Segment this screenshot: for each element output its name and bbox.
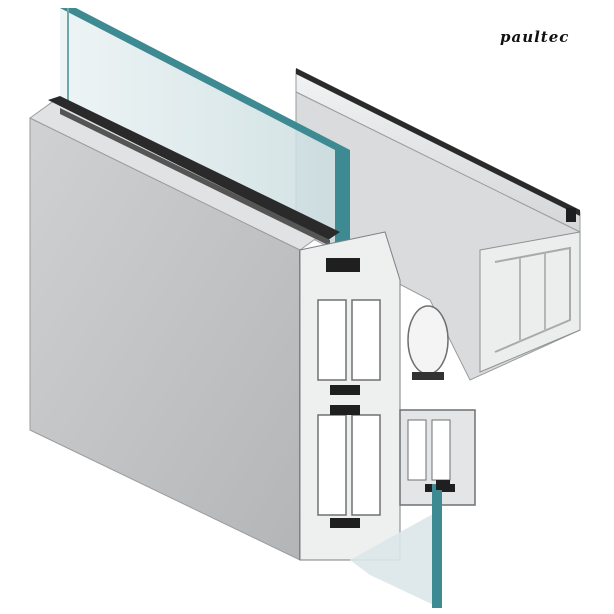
glass-edge-side <box>335 150 350 268</box>
thermal-chamber-lower-right <box>351 414 381 516</box>
thermal-chamber-upper <box>317 299 347 381</box>
glass-pane-upper <box>60 8 350 268</box>
sash-chamber <box>407 419 427 481</box>
thermal-chamber-upper-right <box>351 299 381 381</box>
pressure-gasket <box>48 96 340 240</box>
transom-connector <box>407 305 449 375</box>
gasket-highlight <box>60 108 330 246</box>
gasket-block <box>326 258 360 272</box>
transom-inner-ribs <box>494 246 571 353</box>
transom-end-clip <box>566 208 576 222</box>
thermal-break <box>330 405 360 415</box>
brand-logo-text: paultec <box>500 28 570 46</box>
transom-profile <box>295 68 581 381</box>
thermal-break <box>330 518 360 528</box>
glass-face <box>60 8 350 255</box>
thermal-break <box>330 385 360 395</box>
mullion-profile <box>29 96 340 561</box>
connector-gasket <box>412 372 444 380</box>
sash-chamber <box>431 419 451 481</box>
glass-lower-face <box>350 510 440 608</box>
transom-top-edge <box>296 68 580 216</box>
transom-end-face <box>479 231 581 373</box>
glass-pane-lower <box>350 480 450 608</box>
lower-gasket <box>436 480 450 490</box>
thermal-chamber-lower <box>317 414 347 516</box>
glass-lower-edge <box>432 484 442 608</box>
section-body <box>299 231 401 561</box>
